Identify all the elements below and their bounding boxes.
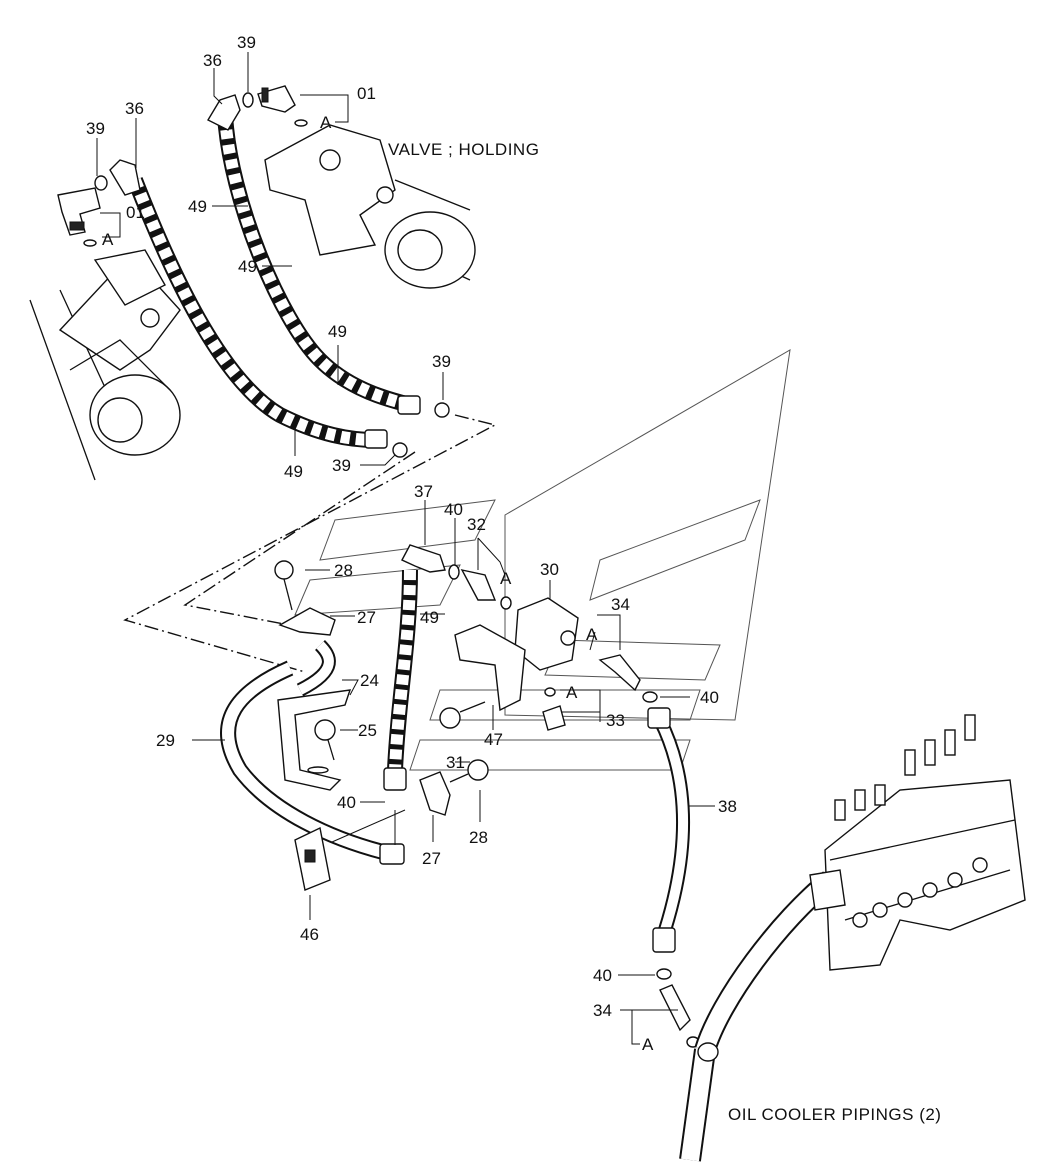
leader-lines	[96, 52, 715, 1045]
callout-47: 47	[484, 730, 503, 749]
callout-49: 49	[284, 462, 303, 481]
callout-a: A	[586, 625, 598, 644]
callout-36: 36	[203, 51, 222, 70]
clamp-27-upper	[278, 607, 336, 636]
callout-38: 38	[718, 797, 737, 816]
elbow-fitting-01-right	[257, 85, 296, 113]
callout-49: 49	[420, 608, 439, 627]
bolts	[274, 560, 489, 783]
o-rings-39	[83, 92, 450, 458]
elbow-fitting-01-left	[57, 187, 101, 236]
clamp-27-lower	[419, 771, 451, 816]
callout-39: 39	[237, 33, 256, 52]
return-pipe	[679, 871, 837, 1162]
pipe-29	[220, 640, 405, 865]
callout-01: 01	[126, 203, 145, 222]
callout-34: 34	[593, 1001, 612, 1020]
hose-49-vertical	[383, 544, 446, 791]
callout-27: 27	[422, 849, 441, 868]
callout-39: 39	[432, 352, 451, 371]
callout-39: 39	[332, 456, 351, 475]
elbow-34-upper	[598, 654, 641, 692]
bracket-24	[277, 689, 352, 791]
callout-25: 25	[358, 721, 377, 740]
callout-27: 27	[357, 608, 376, 627]
callout-40: 40	[444, 500, 463, 519]
left-holding-valve	[29, 249, 181, 481]
callout-24: 24	[360, 671, 379, 690]
callout-30: 30	[540, 560, 559, 579]
valve-holding-title: VALVE ; HOLDING	[388, 140, 539, 159]
callout-01: 01	[357, 84, 376, 103]
callout-39: 39	[86, 119, 105, 138]
callout-a: A	[566, 683, 578, 702]
callout-a: A	[500, 569, 512, 588]
right-holding-valve	[264, 124, 476, 289]
callout-46: 46	[300, 925, 319, 944]
callout-28: 28	[469, 828, 488, 847]
callout-40: 40	[700, 688, 719, 707]
callout-49: 49	[328, 322, 347, 341]
callout-33: 33	[606, 711, 625, 730]
callout-a: A	[642, 1035, 654, 1054]
callout-28: 28	[334, 561, 353, 580]
callout-40: 40	[593, 966, 612, 985]
callout-40: 40	[337, 793, 356, 812]
bracket-47	[454, 624, 526, 712]
callout-37: 37	[414, 482, 433, 501]
callout-29: 29	[156, 731, 175, 750]
callout-a: A	[102, 230, 114, 249]
callout-34: 34	[611, 595, 630, 614]
callout-32: 32	[467, 515, 486, 534]
hose-38	[642, 691, 691, 980]
elbow-34-lower	[659, 984, 700, 1048]
callout-31: 31	[446, 753, 465, 772]
callout-49: 49	[188, 197, 207, 216]
clamp-46	[294, 826, 331, 891]
callout-a: A	[320, 113, 332, 132]
oil-cooler-pipings-title: OIL COOLER PIPINGS (2)	[728, 1105, 941, 1124]
fitting-33	[542, 687, 566, 731]
routing-lines	[123, 414, 497, 673]
adapter-32	[448, 564, 512, 610]
control-valve-bank	[809, 714, 1026, 971]
hose-49-upper	[109, 94, 421, 449]
callout-49: 49	[238, 257, 257, 276]
callout-36: 36	[125, 99, 144, 118]
